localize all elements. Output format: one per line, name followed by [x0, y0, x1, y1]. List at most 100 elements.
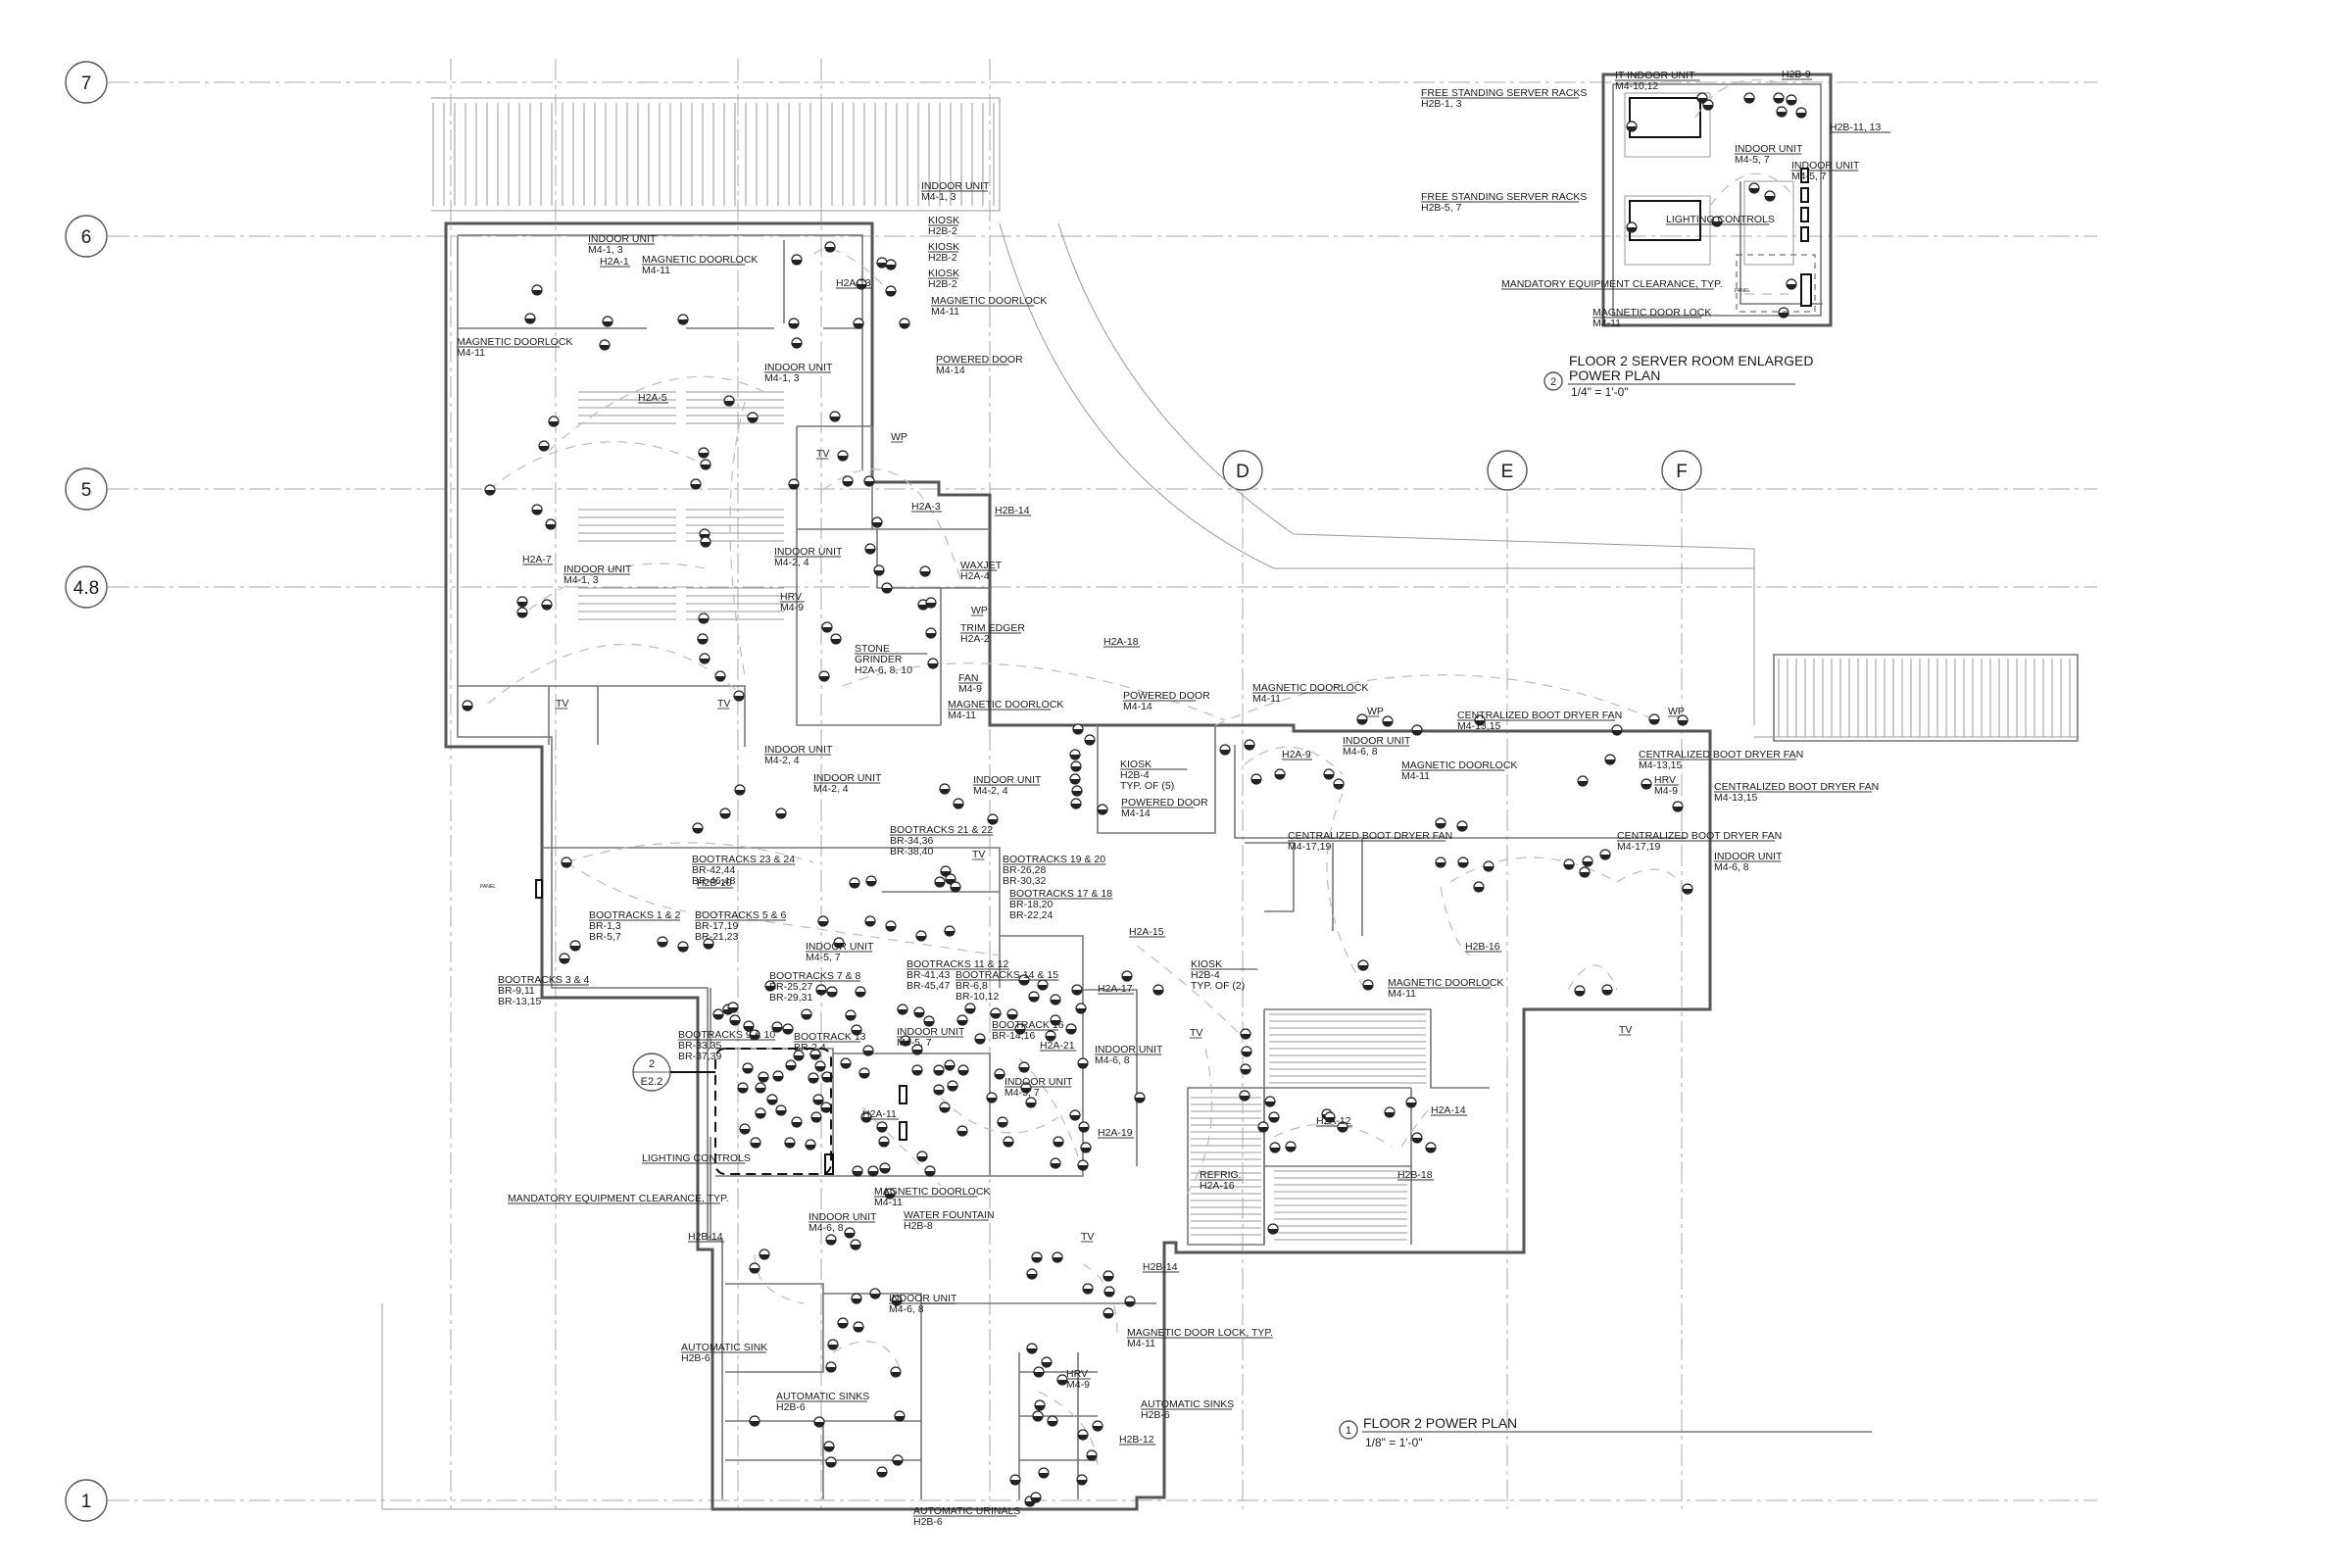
- receptacle-icon: [1599, 849, 1611, 860]
- receptacle-icon: [1411, 724, 1423, 736]
- receptacle-icon: [602, 316, 613, 327]
- receptacle-icon: [1032, 1410, 1044, 1422]
- receptacle-icon: [860, 1111, 872, 1123]
- receptacle-icon: [864, 543, 876, 555]
- receptacle-icon: [885, 259, 897, 270]
- receptacle-icon: [698, 447, 710, 459]
- receptacle-icon: [734, 784, 746, 796]
- plan-title-text: FLOOR 2 POWER PLAN: [1363, 1415, 1517, 1431]
- receptacle-icon: [1435, 857, 1446, 868]
- receptacle-icon: [1776, 106, 1788, 118]
- receptacle-icon: [677, 941, 689, 953]
- receptacle-icon: [934, 876, 946, 888]
- panel-tag: PANEL: [1735, 288, 1750, 294]
- plan-title: 1 FLOOR 2 POWER PLAN 1/8" = 1'-0": [1339, 1415, 1872, 1449]
- receptacle-icon: [1038, 1467, 1050, 1479]
- device-label: TV: [556, 698, 568, 710]
- receptacle-icon: [1102, 1307, 1114, 1319]
- receptacle-icon: [1050, 994, 1061, 1005]
- device-label: H2A-5: [638, 392, 667, 404]
- stair-treads: [432, 103, 2071, 1241]
- enlarged-plan-title: 2 FLOOR 2 SERVER ROOM ENLARGED POWER PLA…: [1544, 353, 1813, 399]
- receptacle-icon: [865, 875, 877, 887]
- receptacle-icon: [1773, 92, 1785, 104]
- receptacle-icon: [808, 1072, 819, 1084]
- receptacle-icon: [1071, 984, 1083, 996]
- receptacle-icon: [924, 1165, 936, 1177]
- plan-title-number: 1: [1346, 1425, 1351, 1437]
- grid-bubble-row: [65, 61, 108, 104]
- device-label: TV: [1190, 1027, 1202, 1039]
- receptacle-icon: [1103, 1286, 1115, 1298]
- receptacle-icon: [1240, 1028, 1251, 1040]
- receptacle-icon: [1003, 1136, 1014, 1148]
- receptacle-icon: [793, 1050, 805, 1061]
- receptacle-icon: [823, 1441, 835, 1452]
- receptacle-icon: [1356, 713, 1368, 725]
- device-label: H2A-9: [1282, 749, 1311, 760]
- receptacle-icon: [994, 1068, 1005, 1080]
- device-label: H2A-21: [1040, 1040, 1075, 1052]
- receptacle-icon: [755, 1107, 766, 1119]
- receptacle-icon: [830, 633, 842, 645]
- receptacle-icon: [1034, 1399, 1046, 1411]
- receptacle-icon: [516, 596, 528, 608]
- electrical-panels: PANEL PANEL: [480, 168, 1816, 1175]
- receptacle-icon: [743, 1020, 755, 1032]
- receptacle-icon: [1050, 1014, 1061, 1026]
- device-label: MANDATORY EQUIPMENT CLEARANCE, TYP.: [1501, 278, 1723, 290]
- receptacle-icon: [919, 565, 931, 577]
- grid-label-col: F: [1676, 462, 1688, 482]
- receptacle-icon: [1121, 970, 1133, 982]
- receptacle-icon: [801, 1008, 812, 1020]
- receptacle-icon: [1425, 1142, 1437, 1153]
- receptacle-icon: [1014, 1023, 1026, 1035]
- receptacle-icon: [927, 658, 939, 669]
- grid-bubble-col: [1487, 450, 1528, 491]
- receptacle-icon: [1092, 1420, 1103, 1432]
- receptacle-icon: [657, 936, 668, 948]
- receptacle-icon: [1030, 1492, 1042, 1503]
- receptacle-icon: [805, 1139, 816, 1151]
- receptacle-icon: [862, 1045, 874, 1056]
- receptacle-icon: [894, 1410, 906, 1422]
- device-label: H2A-19: [1098, 1127, 1133, 1139]
- receptacle-icon: [892, 1454, 904, 1466]
- receptacle-icon: [1357, 959, 1369, 971]
- receptacle-icon: [1086, 1449, 1098, 1461]
- receptacle-icon: [939, 783, 951, 795]
- device-label: H2A-12: [1316, 1115, 1351, 1127]
- receptacle-icon: [545, 518, 557, 530]
- receptacle-icon: [911, 1044, 923, 1055]
- receptacle-icon: [1411, 1132, 1423, 1144]
- device-label: H2A-7: [522, 554, 552, 565]
- device-label: H2B-9: [1782, 69, 1811, 80]
- receptacle-icon: [1069, 773, 1081, 785]
- receptacle-icon: [1264, 1096, 1276, 1107]
- receptacle-icon: [541, 599, 553, 611]
- receptacle-icon: [1795, 107, 1807, 119]
- receptacle-icon: [1080, 1142, 1092, 1153]
- device-label: LIGHTING CONTROLS: [1666, 214, 1775, 225]
- circuit-homeruns: [487, 79, 1794, 1471]
- grid-label-col: E: [1501, 462, 1514, 482]
- receptacle-icon: [1257, 1121, 1269, 1133]
- device-label: H2A-15: [1129, 926, 1164, 938]
- receptacle-icon: [771, 1021, 783, 1033]
- receptacle-icon: [788, 478, 800, 490]
- receptacle-icon: [739, 1123, 751, 1135]
